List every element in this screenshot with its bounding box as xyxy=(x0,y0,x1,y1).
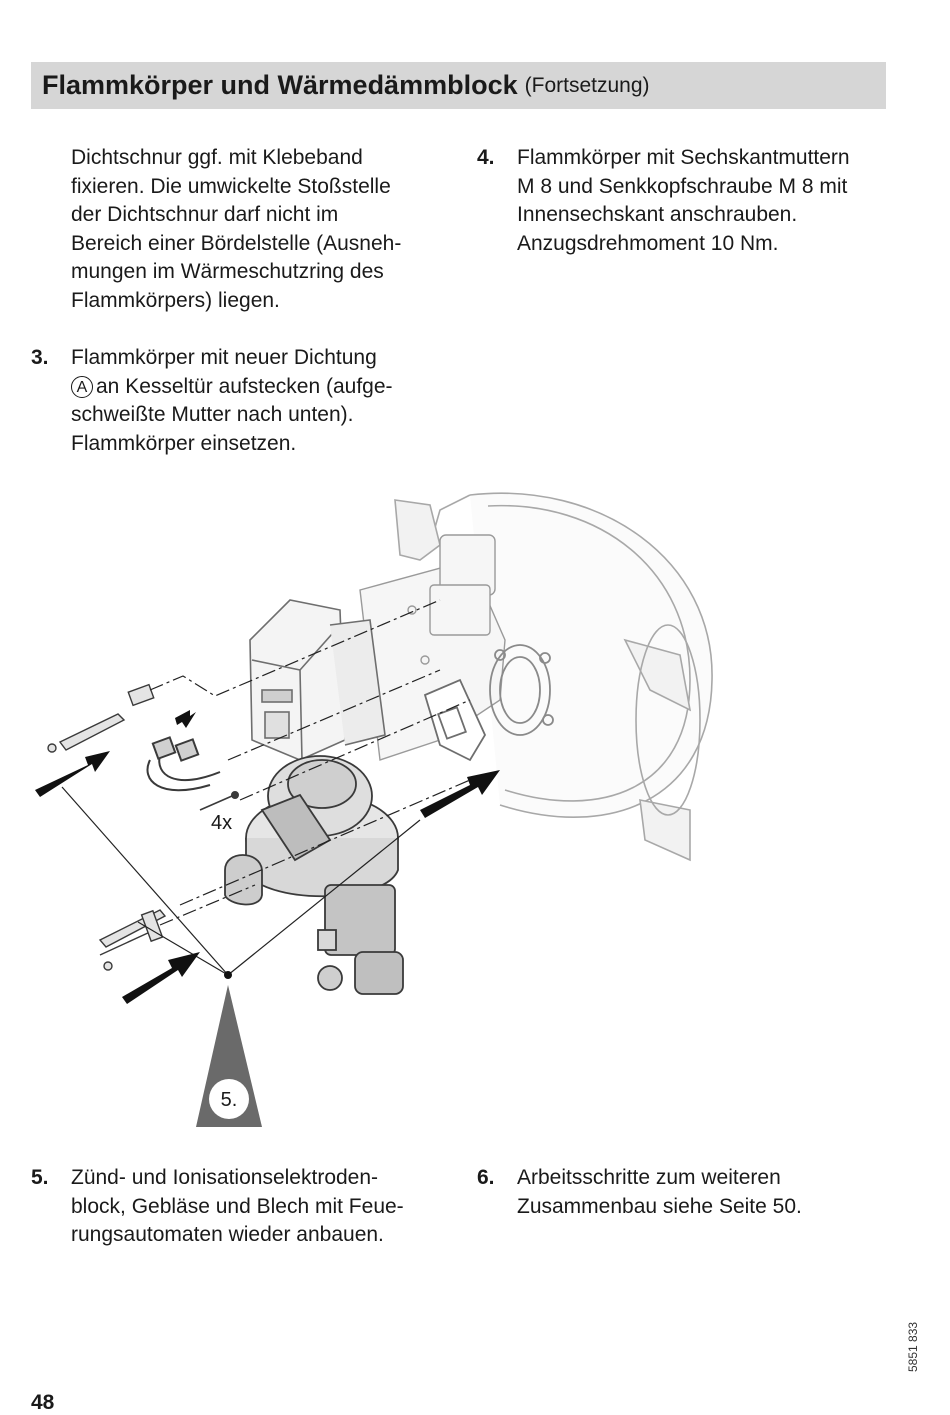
text-line: block, Gebläse und Blech mit Feue- xyxy=(71,1194,404,1218)
continuation-text: Dichtschnur ggf. mit Klebeband fixieren.… xyxy=(71,144,451,316)
text-segment: an Kesseltür aufstecken (aufge- xyxy=(96,374,393,398)
section-subtitle: (Fortsetzung) xyxy=(524,73,650,97)
text-line: Flammkörper mit Sechskantmuttern xyxy=(517,146,850,169)
document-code: 5851 833 xyxy=(906,1321,920,1372)
circled-marker-a: A xyxy=(71,375,93,398)
text-line: Zünd- und Ionisationselektroden- xyxy=(71,1166,379,1189)
step-badge-label: 5. xyxy=(221,1089,238,1111)
text-line: Anzugsdrehmoment 10 Nm. xyxy=(517,231,779,255)
text-line: mungen im Wärmeschutzring des xyxy=(71,260,384,284)
text-line: der Dichtschnur darf nicht im xyxy=(71,203,339,227)
text-line: M 8 und Senkkopfschraube M 8 mit xyxy=(517,174,848,198)
quantity-label: 4x xyxy=(211,812,232,834)
text-line: Innensechskant anschrauben. xyxy=(517,203,798,227)
section-title: Flammkörper und Wärmedämmblock xyxy=(42,70,518,100)
text-line: Flammkörper mit neuer Dichtung xyxy=(71,346,377,369)
step-text: Arbeitsschritte zum weiteren Zusammenbau… xyxy=(517,1164,897,1221)
step-number: 5. xyxy=(31,1166,49,1189)
section-header: Flammkörper und Wärmedämmblock (Fortsetz… xyxy=(31,62,886,109)
text-line: Flammkörpers) liegen. xyxy=(71,288,280,312)
boiler-door xyxy=(394,492,713,862)
leader-lines xyxy=(61,786,421,976)
burner-control-unit xyxy=(249,599,386,761)
flame-body-ring xyxy=(489,644,554,736)
seal-plate xyxy=(423,678,487,762)
text-line: Dichtschnur ggf. mit Klebeband xyxy=(71,146,363,169)
text-line: fixieren. Die umwickelte Stoßstelle xyxy=(71,174,391,198)
text-line: schweißte Mutter nach unten). xyxy=(71,403,354,427)
text-line: Flammkörper einsetzen. xyxy=(71,431,297,455)
step-text: Zünd- und Ionisationselektroden- block, … xyxy=(71,1164,451,1250)
cable-plug xyxy=(146,736,239,811)
text-line: Zusammenbau siehe Seite 50. xyxy=(517,1194,802,1218)
step-badge xyxy=(209,1079,249,1119)
assembly-guide-lines xyxy=(149,599,471,926)
text-line: Bereich einer Bördelstelle (Ausneh- xyxy=(71,231,402,255)
step-text: Flammkörper mit Sechskantmuttern M 8 und… xyxy=(517,144,897,258)
step-number: 4. xyxy=(477,146,495,169)
page-number: 48 xyxy=(31,1391,55,1414)
text-line: rungsautomaten wieder anbauen. xyxy=(71,1223,384,1247)
assembly-illustration: 4x 5. xyxy=(35,492,713,1127)
text-line: Arbeitsschritte zum weiteren xyxy=(517,1166,781,1189)
step-number: 6. xyxy=(477,1166,495,1189)
leader-point xyxy=(224,971,232,979)
step-number: 3. xyxy=(31,346,49,369)
blower-assembly xyxy=(224,755,404,995)
direction-arrows xyxy=(35,710,500,1004)
